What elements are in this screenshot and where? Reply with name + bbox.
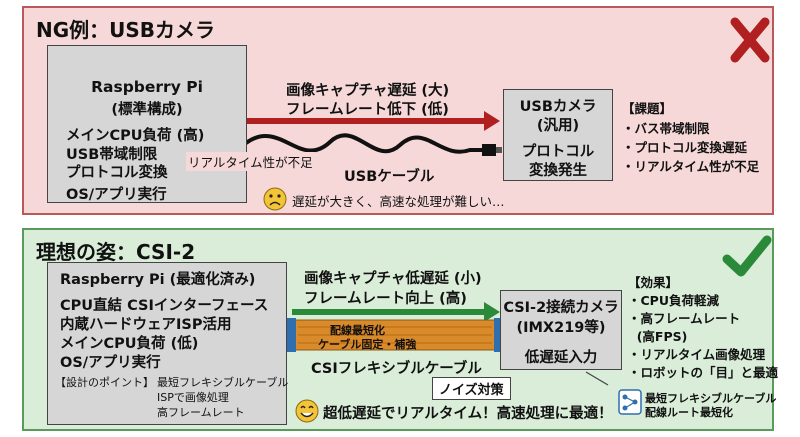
ng-camera-title: USBカメラ <box>519 99 597 115</box>
ng-issue-2: ・プロトコル変換遅延 <box>622 140 748 155</box>
ng-pi-box <box>47 45 247 203</box>
check-mark-icon <box>722 235 772 277</box>
usb-cable <box>244 133 502 156</box>
ng-issues-title: 【課題】 <box>622 101 673 116</box>
ok-design-point-3: 高フレームレート <box>157 406 245 419</box>
ok-pi-line-2: 内蔵ハードウェアISP活用 <box>60 317 232 333</box>
ok-arrow-label-1: 画像キャプチャ低遅延 (小) <box>304 271 482 287</box>
ok-effect-4: ・リアルタイム画像処理 <box>628 347 766 362</box>
ng-arrow-label-1: 画像キャプチャ遅延 (大) <box>286 83 450 99</box>
ng-camera-box <box>503 89 613 181</box>
flowchart-icon <box>618 389 642 415</box>
ok-camera-box <box>500 290 622 370</box>
ok-arrow-label-2: フレームレート向上 (高) <box>304 291 467 307</box>
ng-pi-line-2: USB帯域制限 <box>66 147 158 163</box>
csi-flex-cable <box>286 318 504 352</box>
ng-pi-line-1: メインCPU負荷 (高) <box>66 128 205 144</box>
ng-camera-line-1: プロトコル <box>521 144 595 160</box>
ng-pi-title: Raspberry Pi <box>91 78 203 96</box>
ok-effects-title: 【効果】 <box>628 275 679 290</box>
ok-effect-2: ・高フレームレート <box>628 311 741 326</box>
ok-pi-line-3: メインCPU負荷 (低) <box>60 336 199 352</box>
ok-design-point-1: 最短フレキシブルケーブル <box>157 376 289 389</box>
ok-effect-5: ・ロボットの「目」と最適 <box>628 365 779 380</box>
ok-effect-1: ・CPU負荷軽減 <box>628 293 719 308</box>
ok-design-points-title: 【設計のポイント】 <box>55 376 154 389</box>
ok-callout-1: 最短フレキシブルケーブル <box>645 392 777 405</box>
ok-cable-inner-1: 配線最短化 <box>330 324 385 337</box>
ok-pi-line-4: OS/アプリ実行 <box>60 355 161 371</box>
ok-camera-line-1: 低遅延入力 <box>524 350 598 366</box>
ng-arrow <box>246 111 500 131</box>
sad-face-icon <box>263 187 287 211</box>
ng-arrow-label-2: フレームレート低下 (低) <box>286 102 449 118</box>
callout-connector <box>585 371 609 386</box>
ok-cable-inner-2: ケーブル固定・補強 <box>318 338 417 351</box>
ng-pi-line-4: OS/アプリ実行 <box>66 187 167 203</box>
ng-face-text: 遅延が大きく、高速な処理が難しい… <box>292 194 505 209</box>
ok-camera-subtitle: (IMX219等) <box>516 320 606 336</box>
ng-pi-subtitle: (標準構成) <box>111 102 183 118</box>
cross-mark-icon <box>730 17 770 63</box>
ng-camera-subtitle: (汎用) <box>536 118 580 134</box>
ng-cable-label: USBケーブル <box>344 169 435 185</box>
ng-panel-title: NG例：USBカメラ <box>36 18 216 42</box>
ng-issue-1: ・バス帯域制限 <box>622 121 710 136</box>
ok-design-point-2: ISPで画像処理 <box>157 391 229 404</box>
ok-pi-title: Raspberry Pi (最適化済み) <box>60 272 256 288</box>
ok-effect-3: (高FPS) <box>628 329 688 344</box>
ok-callout-2: 配線ルート最短化 <box>645 406 733 419</box>
ok-panel-title: 理想の姿：CSI-2 <box>36 240 196 264</box>
ok-face-text: 超低遅延でリアルタイム！高速処理に最適！ <box>323 406 613 422</box>
ng-pi-line-3: プロトコル変換 <box>66 165 168 181</box>
ok-pi-line-1: CPU直結 CSIインターフェース <box>60 298 269 314</box>
smile-face-icon <box>295 399 319 423</box>
ok-cable-label: CSIフレキシブルケーブル <box>311 361 482 377</box>
noise-label: ノイズ対策 <box>432 377 511 400</box>
ng-realtime-note: リアルタイム性が不足 <box>186 152 315 171</box>
ok-arrow <box>292 302 500 322</box>
ng-camera-line-2: 変換発生 <box>529 163 587 179</box>
ok-pi-box <box>47 262 287 425</box>
ng-issue-3: ・リアルタイム性が不足 <box>622 159 760 174</box>
ok-camera-title: CSI-2接続カメラ <box>503 300 619 316</box>
